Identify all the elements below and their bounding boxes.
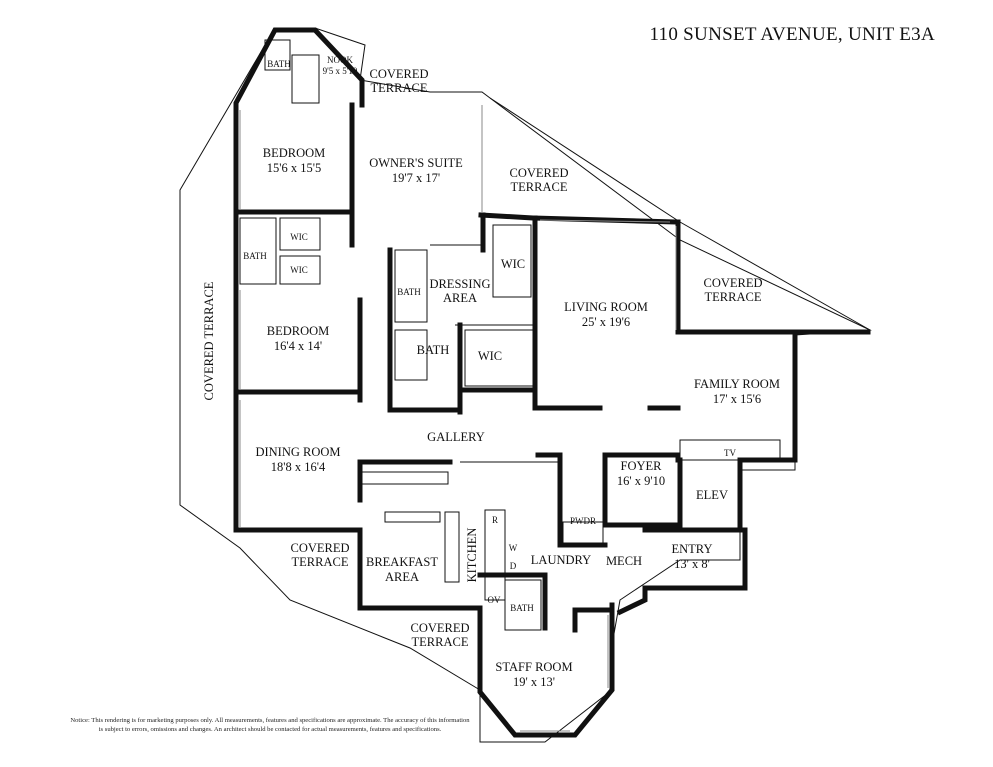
covered-terrace-bl-2: TERRACE (292, 555, 349, 569)
ov-label: OV (488, 595, 501, 605)
dining-room-label: DINING ROOM (255, 445, 340, 459)
laundry-label: LAUNDRY (531, 553, 591, 567)
notice-line-1: Notice: This rendering is for marketing … (70, 717, 470, 724)
bedroom2-dim: 16'4 x 14' (274, 339, 322, 353)
nook-label: NOOK (327, 55, 353, 65)
foyer-dim: 16' x 9'10 (617, 474, 665, 488)
mech-label: MECH (606, 554, 642, 568)
covered-terrace-left-label: COVERED TERRACE (202, 281, 216, 400)
plan-title: 110 SUNSET AVENUE, UNIT E3A (649, 24, 935, 45)
exterior-walls (233, 27, 483, 611)
wic-a-label: WIC (290, 232, 308, 242)
covered-terrace-top-2: TERRACE (371, 81, 428, 95)
covered-terrace-mid-1: COVERED (509, 166, 568, 180)
covered-terrace-bl-1: COVERED (290, 541, 349, 555)
wic-dress-label: WIC (501, 257, 525, 271)
w-label: W (509, 543, 518, 553)
elev-label: ELEV (696, 488, 728, 502)
bath-top-label: BATH (267, 59, 291, 69)
dining-room-dim: 18'8 x 16'4 (271, 460, 326, 474)
covered-terrace-right-2: TERRACE (705, 290, 762, 304)
d-label: D (510, 561, 517, 571)
bedroom1-dim: 15'6 x 15'5 (267, 161, 322, 175)
pwdr-label: PWDR (570, 516, 596, 526)
bath-left-label: BATH (243, 251, 267, 261)
family-room-dim: 17' x 15'6 (713, 392, 761, 406)
disclaimer-notice: Notice: This rendering is for marketing … (30, 717, 510, 734)
kitchen-label: KITCHEN (465, 528, 479, 583)
bath-suite-label: BATH (417, 343, 450, 357)
wic-b-label: WIC (290, 265, 308, 275)
entry-dim: 13' x 8' (674, 557, 710, 571)
covered-terrace-right-1: COVERED (703, 276, 762, 290)
family-room-label: FAMILY ROOM (694, 377, 780, 391)
covered-terrace-mid-2: TERRACE (511, 180, 568, 194)
dressing-label-2: AREA (443, 291, 477, 305)
foyer-label: FOYER (621, 459, 663, 473)
gallery-label: GALLERY (427, 430, 485, 444)
staff-room-dim: 19' x 13' (513, 675, 555, 689)
bedroom1-label: BEDROOM (263, 146, 326, 160)
terrace-boundary (179, 27, 872, 743)
staff-room-label: STAFF ROOM (495, 660, 572, 674)
covered-terrace-top-1: COVERED (369, 67, 428, 81)
breakfast-label-2: AREA (385, 570, 419, 584)
owners-suite-label: OWNER'S SUITE (369, 156, 463, 170)
living-room-dim: 25' x 19'6 (582, 315, 630, 329)
covered-terrace-bm-2: TERRACE (412, 635, 469, 649)
dressing-label-1: DRESSING (429, 277, 490, 291)
nook-dim: 9'5 x 5'10 (323, 66, 358, 76)
entry-label: ENTRY (672, 542, 713, 556)
bath-center-label: BATH (397, 287, 421, 297)
tv-label: TV (724, 448, 736, 458)
bedroom2-label: BEDROOM (267, 324, 330, 338)
owners-suite-dim: 19'7 x 17' (392, 171, 440, 185)
wic-suite-label: WIC (478, 349, 502, 363)
living-room-label: LIVING ROOM (564, 300, 648, 314)
notice-line-2: is subject to errors, omissions and chan… (98, 725, 442, 733)
bath-staff-label: BATH (510, 603, 534, 613)
covered-terrace-bm-1: COVERED (410, 621, 469, 635)
breakfast-label-1: BREAKFAST (366, 555, 438, 569)
r-label: R (492, 515, 498, 525)
